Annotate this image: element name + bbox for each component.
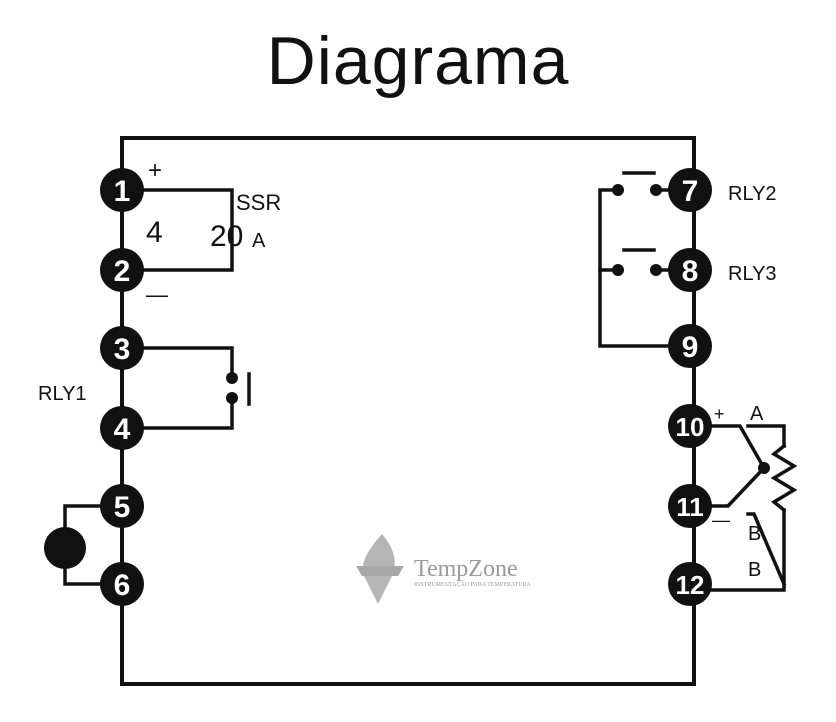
terminal-8: 8: [668, 248, 712, 292]
t11-minus-label: —: [712, 510, 730, 530]
svg-text:11: 11: [676, 492, 704, 522]
svg-text:5: 5: [114, 491, 131, 524]
rly2-contact-left: [612, 184, 624, 196]
terminal-7: 7: [668, 168, 712, 212]
svg-text:4: 4: [114, 413, 131, 446]
relay-common-wire: [598, 188, 696, 348]
flame-base-icon: [356, 566, 404, 576]
controller-housing: [120, 136, 696, 686]
ssr-4-label: 4: [146, 216, 163, 249]
svg-text:9: 9: [682, 331, 699, 364]
t10-a-label: A: [750, 403, 764, 425]
diagram-title: Diagrama: [266, 23, 570, 99]
buzzer-icon: [44, 527, 86, 569]
terminal-9: 9: [668, 324, 712, 368]
svg-text:6: 6: [114, 569, 131, 602]
terminal-5: 5: [100, 484, 144, 528]
tempzone-watermark: TempZone INSTRUMENTAÇÃO PARA TEMPERATURA: [356, 534, 532, 604]
rly1-contact-bottom: [226, 392, 238, 404]
terminal-2: 2: [100, 248, 144, 292]
svg-text:8: 8: [682, 255, 699, 288]
rly1-wire-bottom: [120, 396, 234, 430]
svg-text:10: 10: [676, 412, 705, 442]
rtd-wire-bottom: [692, 508, 786, 592]
terminal-1: 1: [100, 168, 144, 212]
terminal-11: 11: [668, 484, 712, 528]
rly3-contact-left: [612, 264, 624, 276]
rly3-contact-right: [650, 264, 662, 276]
ssr-20-label: 20: [210, 220, 243, 253]
ssr-a-label: A: [252, 230, 266, 252]
terminal-6: 6: [100, 562, 144, 606]
terminal-12: 12: [668, 562, 712, 606]
svg-text:1: 1: [114, 175, 131, 208]
rly1-contact-top: [226, 372, 238, 384]
ssr-label: SSR: [236, 190, 281, 215]
rly2-contact-right: [650, 184, 662, 196]
thermocouple-junction: [758, 462, 770, 474]
rly2-label: RLY2: [728, 183, 777, 205]
rtd-b-wire: [746, 512, 787, 587]
terminal-3: 3: [100, 326, 144, 370]
ssr-wire: [120, 188, 234, 272]
ssr-plus-label: +: [148, 157, 162, 184]
svg-text:2: 2: [114, 255, 131, 288]
t10-plus-label: +: [714, 404, 725, 424]
watermark-tagline: INSTRUMENTAÇÃO PARA TEMPERATURA: [414, 580, 532, 588]
rtd-wire-top: [746, 424, 786, 448]
ssr-minus-label: —: [146, 282, 168, 307]
rtd-resistor: [770, 443, 798, 513]
rly1-wire-top: [120, 346, 234, 378]
svg-text:3: 3: [114, 333, 131, 366]
svg-text:12: 12: [676, 570, 705, 600]
b-label-lower: B: [748, 559, 761, 581]
watermark-brand: TempZone: [414, 556, 518, 582]
terminal-4: 4: [100, 406, 144, 450]
b-label-upper: B: [748, 523, 761, 545]
rly3-label: RLY3: [728, 263, 777, 285]
svg-text:7: 7: [682, 175, 699, 208]
terminal-10: 10: [668, 404, 712, 448]
rly1-label: RLY1: [38, 383, 87, 405]
